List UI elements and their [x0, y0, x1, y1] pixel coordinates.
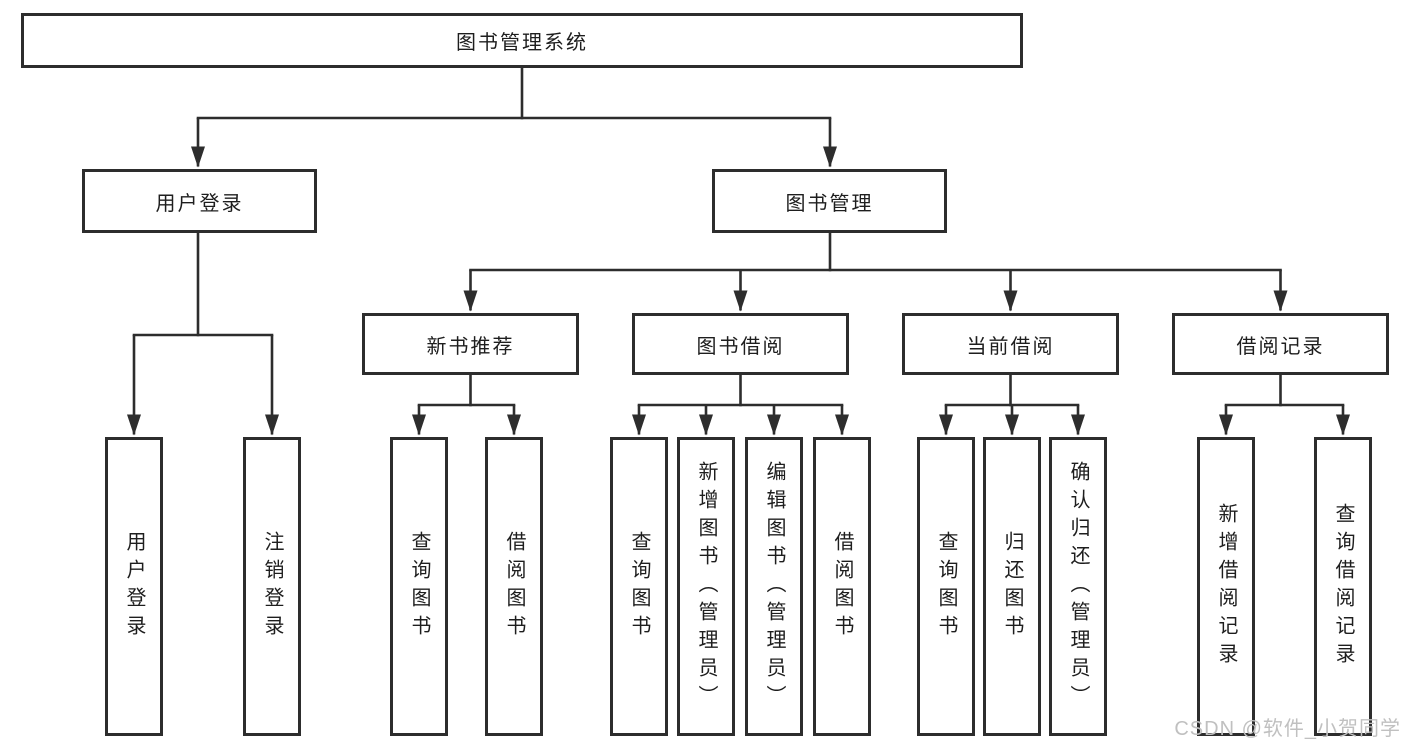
connector-user-login-children — [127, 233, 279, 436]
leaf-label: 查询图书 — [408, 530, 430, 643]
connector-root-to-level2 — [191, 68, 837, 168]
leaf-query-books-borrow: 查询图书 — [610, 437, 668, 736]
connector-book-management-children — [463, 233, 1288, 312]
leaf-label: 查询图书 — [628, 530, 650, 643]
node-book-borrow: 图书借阅 — [632, 313, 849, 375]
leaf-confirm-return-admin: 确认归还（管理员） — [1049, 437, 1107, 736]
leaf-return-books: 归还图书 — [983, 437, 1041, 736]
node-borrow-records: 借阅记录 — [1172, 313, 1389, 375]
leaf-edit-books-admin: 编辑图书（管理员） — [745, 437, 803, 736]
leaf-label: 借阅图书 — [503, 530, 525, 643]
leaf-label: 用户登录 — [123, 530, 145, 643]
node-root: 图书管理系统 — [21, 13, 1023, 68]
leaf-label: 查询借阅记录 — [1332, 502, 1354, 671]
leaf-label: 编辑图书（管理员） — [763, 460, 785, 713]
leaf-label: 查询图书 — [935, 530, 957, 643]
leaf-query-books-current: 查询图书 — [917, 437, 975, 736]
leaf-user-login: 用户登录 — [105, 437, 163, 736]
connector-book-borrow-children — [632, 375, 849, 436]
node-book-management: 图书管理 — [712, 169, 947, 233]
node-new-book-recommend: 新书推荐 — [362, 313, 579, 375]
leaf-label: 注销登录 — [261, 530, 283, 643]
leaf-add-borrow-record: 新增借阅记录 — [1197, 437, 1255, 736]
leaf-borrow-books-recommend: 借阅图书 — [485, 437, 543, 736]
leaf-borrow-books: 借阅图书 — [813, 437, 871, 736]
leaf-query-borrow-record: 查询借阅记录 — [1314, 437, 1372, 736]
leaf-label: 确认归还（管理员） — [1067, 460, 1089, 713]
connector-new-book-recommend-children — [412, 375, 521, 436]
watermark: CSDN @软件_小贺同学 — [1174, 718, 1401, 740]
leaf-add-books-admin: 新增图书（管理员） — [677, 437, 735, 736]
leaf-label: 新增图书（管理员） — [695, 460, 717, 713]
leaf-label: 归还图书 — [1001, 530, 1023, 643]
leaf-label: 借阅图书 — [831, 530, 853, 643]
connector-borrow-records-children — [1219, 375, 1350, 436]
node-user-login: 用户登录 — [82, 169, 317, 233]
leaf-label: 新增借阅记录 — [1215, 502, 1237, 671]
node-current-borrow: 当前借阅 — [902, 313, 1119, 375]
connector-current-borrow-children — [939, 375, 1085, 436]
leaf-logout: 注销登录 — [243, 437, 301, 736]
leaf-query-books-recommend: 查询图书 — [390, 437, 448, 736]
